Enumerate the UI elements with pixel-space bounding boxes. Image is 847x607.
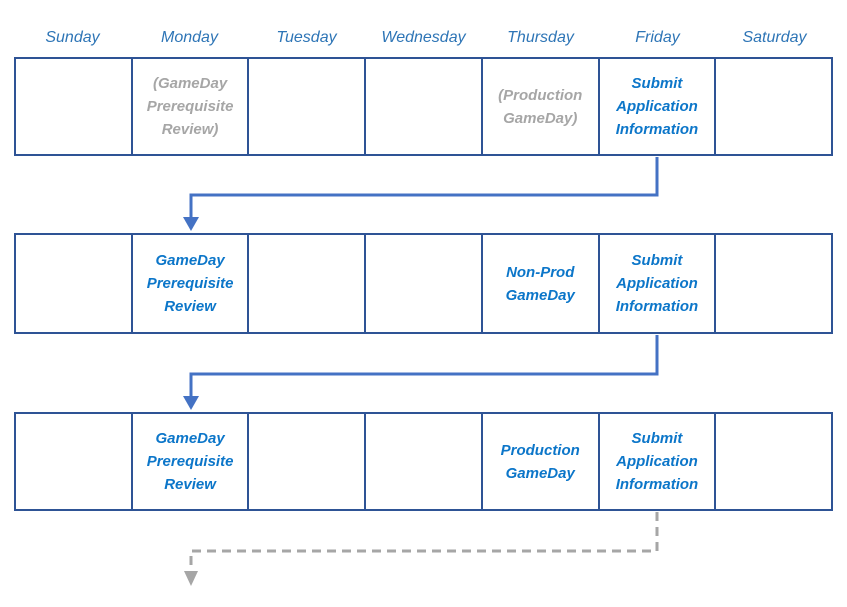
day-header-friday: Friday [635, 29, 680, 46]
week3-monday-cell: GameDay Prerequisite Review [130, 414, 248, 509]
day-header-thursday: Thursday [507, 29, 574, 46]
week2-monday-cell: GameDay Prerequisite Review [130, 235, 248, 332]
arrowhead-down-icon [183, 396, 199, 410]
week1-thursday-cell: (Production GameDay) [480, 59, 598, 154]
week-row-3: GameDay Prerequisite Review Production G… [14, 412, 833, 511]
week2-saturday-cell [714, 235, 831, 332]
week1-monday-cell: (GameDay Prerequisite Review) [130, 59, 248, 154]
day-header-saturday: Saturday [742, 29, 807, 46]
week3-wednesday-cell [364, 414, 481, 509]
week1-sunday-cell [16, 59, 131, 154]
week3-sunday-cell [16, 414, 131, 509]
week1-saturday-cell [714, 59, 831, 154]
week1-tuesday-cell [247, 59, 364, 154]
week2-thursday-cell: Non-Prod GameDay [480, 235, 598, 332]
week1-friday-cell: Submit Application Information [597, 59, 715, 154]
flow-arrow-week1-to-week2 [183, 157, 659, 231]
flow-arrow-next-cycle-dashed [184, 512, 659, 586]
week2-friday-cell: Submit Application Information [597, 235, 715, 332]
arrowhead-down-icon [184, 571, 198, 586]
week2-tuesday-cell [247, 235, 364, 332]
week2-sunday-cell [16, 235, 131, 332]
day-header-sunday: Sunday [45, 29, 100, 46]
week3-friday-cell: Submit Application Information [597, 414, 715, 509]
week1-wednesday-cell [364, 59, 481, 154]
week3-thursday-cell: Production GameDay [480, 414, 598, 509]
day-header-wednesday: Wednesday [381, 29, 466, 46]
flow-arrow-week2-to-week3 [183, 335, 659, 410]
week-row-1: (GameDay Prerequisite Review) (Productio… [14, 57, 833, 156]
day-header-tuesday: Tuesday [276, 29, 337, 46]
day-header-monday: Monday [161, 29, 218, 46]
week2-wednesday-cell [364, 235, 481, 332]
day-header-row: Sunday Monday Tuesday Wednesday Thursday… [14, 27, 833, 49]
week3-tuesday-cell [247, 414, 364, 509]
flow-arrow-next-cycle-line [189, 512, 659, 571]
flow-arrow-week1-to-week2-line [189, 157, 659, 218]
week-row-2: GameDay Prerequisite Review Non-Prod Gam… [14, 233, 833, 334]
arrowhead-down-icon [183, 217, 199, 231]
flow-arrow-week2-to-week3-line [189, 335, 659, 397]
week3-saturday-cell [714, 414, 831, 509]
